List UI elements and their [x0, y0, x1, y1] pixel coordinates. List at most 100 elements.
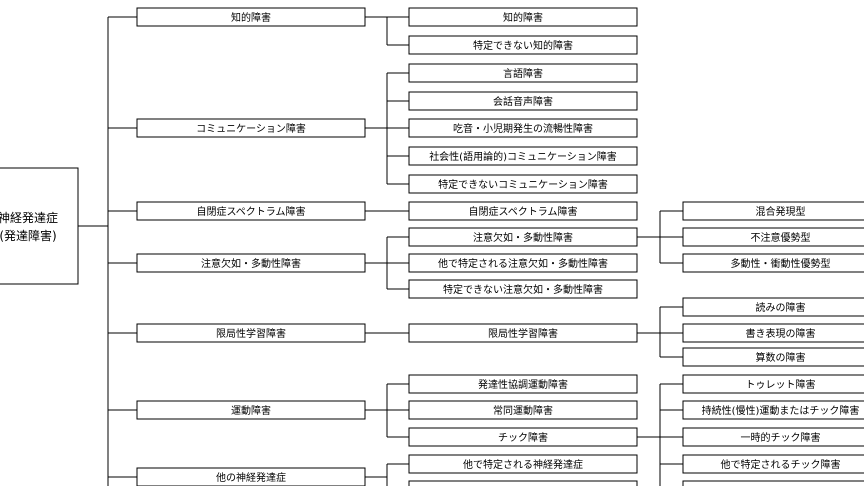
level3-node-6: トゥレット障害: [682, 374, 864, 394]
level2-label-0: 知的障害: [503, 11, 543, 24]
level3-label-2: 多動性・衝動性優勢型: [731, 257, 831, 270]
level2-node-3: 会話音声障害: [408, 91, 638, 111]
level1-label-2: 自閉症スペクトラム障害: [197, 205, 306, 218]
level3-box-7: [682, 400, 864, 420]
level3-box-1: [682, 227, 864, 247]
level3-box-0: [682, 201, 864, 221]
level1-node-1: コミュニケーション障害: [136, 118, 366, 138]
level2-node-15: 他で特定される神経発達症: [408, 454, 638, 474]
level2-label-11: 限局性学習障害: [488, 327, 558, 340]
root-label-line-1: 神経発達症: [0, 210, 58, 225]
level2-label-10: 特定できない注意欠如・多動性障害: [443, 283, 603, 296]
level3-box-2: [682, 253, 864, 273]
level2-box-10: [408, 279, 638, 299]
level2-box-12: [408, 374, 638, 394]
level2-box-0: [408, 7, 638, 27]
level2-box-3: [408, 91, 638, 111]
level3-label-4: 書き表現の障害: [746, 327, 816, 340]
level3-label-3: 読みの障害: [756, 301, 806, 314]
level2-box-15: [408, 454, 638, 474]
level1-node-2: 自閉症スペクトラム障害: [136, 201, 366, 221]
level2-box-11: [408, 323, 638, 343]
level1-box-2: [136, 201, 366, 221]
level2-node-4: 吃音・小児期発生の流暢性障害: [408, 118, 638, 138]
level2-box-2: [408, 63, 638, 83]
level1-box-5: [136, 400, 366, 420]
level3-box-6: [682, 374, 864, 394]
level3-box-4: [682, 323, 864, 343]
level3-node-7: 持続性(慢性)運動またはチック障害: [682, 400, 864, 420]
level1-label-1: コミュニケーション障害: [196, 122, 306, 135]
level2-label-6: 特定できないコミュニケーション障害: [438, 178, 608, 191]
level2-label-7: 自閉症スペクトラム障害: [469, 205, 578, 218]
level2-node-12: 発達性協調運動障害: [408, 374, 638, 394]
level2-node-11: 限局性学習障害: [408, 323, 638, 343]
level1-box-3: [136, 253, 366, 273]
level3-label-0: 混合発現型: [756, 205, 806, 218]
level1-label-0: 知的障害: [231, 11, 271, 24]
root-node: 神経発達症 (発達障害): [0, 167, 79, 285]
level2-node-7: 自閉症スペクトラム障害: [408, 201, 638, 221]
level2-box-13: [408, 400, 638, 420]
level1-node-4: 限局性学習障害: [136, 323, 366, 343]
level2-node-10: 特定できない注意欠如・多動性障害: [408, 279, 638, 299]
level2-label-12: 発達性協調運動障害: [478, 378, 568, 391]
level2-label-14: チック障害: [498, 431, 548, 444]
level1-label-5: 運動障害: [231, 404, 271, 417]
level3-node-0: 混合発現型: [682, 201, 864, 221]
level2-box-6: [408, 174, 638, 194]
level2-box-1: [408, 35, 638, 55]
level3-label-6: トゥレット障害: [746, 378, 816, 391]
level2-box-8: [408, 227, 638, 247]
level2-label-15: 他で特定される神経発達症: [463, 458, 583, 471]
level2-label-1: 特定できない知的障害: [473, 39, 573, 52]
level2-node-2: 言語障害: [408, 63, 638, 83]
level3-node-5: 算数の障害: [682, 347, 864, 367]
level1-label-3: 注意欠如・多動性障害: [201, 257, 301, 270]
level2-label-3: 会話音声障害: [493, 95, 553, 108]
level2-box-5: [408, 146, 638, 166]
level2-node-0: 知的障害: [408, 7, 638, 27]
level3-node-4: 書き表現の障害: [682, 323, 864, 343]
level2-node-1: 特定できない知的障害: [408, 35, 638, 55]
level3-box-8: [682, 427, 864, 447]
root-label-line-2: (発達障害): [0, 228, 57, 243]
level2-box-7: [408, 201, 638, 221]
category-nodes: 知的障害コミュニケーション障害自閉症スペクトラム障害注意欠如・多動性障害限局性学…: [136, 7, 864, 486]
level2-node-8: 注意欠如・多動性障害: [408, 227, 638, 247]
level3-box-5: [682, 347, 864, 367]
level1-node-6: 他の神経発達症: [136, 467, 366, 486]
level3-label-8: 一時的チック障害: [741, 431, 821, 444]
level3-node-2: 多動性・衝動性優勢型: [682, 253, 864, 273]
level2-node-9: 他で特定される注意欠如・多動性障害: [408, 253, 638, 273]
level3-label-5: 算数の障害: [756, 351, 806, 364]
level1-box-0: [136, 7, 366, 27]
level2-node-14: チック障害: [408, 427, 638, 447]
level2-node-6: 特定できないコミュニケーション障害: [408, 174, 638, 194]
level1-box-4: [136, 323, 366, 343]
level2-label-2: 言語障害: [503, 67, 543, 80]
level3-box-9: [682, 454, 864, 474]
level2-box-9: [408, 253, 638, 273]
level1-label-6: 他の神経発達症: [216, 471, 286, 484]
level1-node-3: 注意欠如・多動性障害: [136, 253, 366, 273]
connector-lines: [78, 16, 683, 486]
level2-node-13: 常同運動障害: [408, 400, 638, 420]
level2-box-continuation: [408, 480, 638, 486]
level2-label-9: 他で特定される注意欠如・多動性障害: [438, 257, 608, 270]
level3-node-8: 一時的チック障害: [682, 427, 864, 447]
level3-label-9: 他で特定されるチック障害: [721, 458, 841, 471]
level2-label-5: 社会性(語用論的)コミュニケーション障害: [429, 150, 617, 163]
level2-box-14: [408, 427, 638, 447]
level2-node-5: 社会性(語用論的)コミュニケーション障害: [408, 146, 638, 166]
level2-label-8: 注意欠如・多動性障害: [473, 231, 573, 244]
level1-box-6: [136, 467, 366, 486]
level2-label-4: 吃音・小児期発生の流暢性障害: [453, 122, 593, 135]
level1-node-0: 知的障害: [136, 7, 366, 27]
level3-label-7: 持続性(慢性)運動またはチック障害: [702, 404, 860, 417]
level3-node-1: 不注意優勢型: [682, 227, 864, 247]
level2-label-13: 常同運動障害: [493, 404, 553, 417]
level1-label-4: 限局性学習障害: [216, 327, 286, 340]
level3-box-3: [682, 297, 864, 317]
